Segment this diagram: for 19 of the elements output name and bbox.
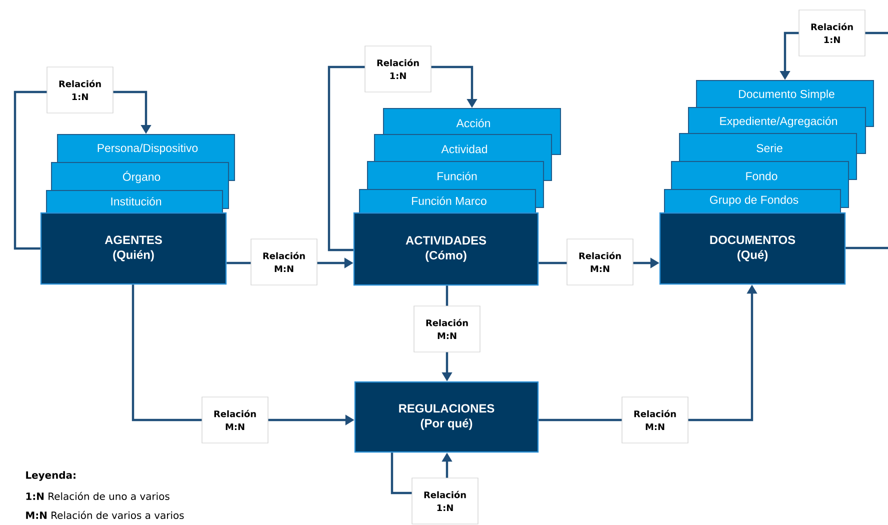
edge-label: Relación 1:N [46, 66, 114, 114]
legend-text: M:N Relación de varios a varios [26, 510, 184, 520]
edge-label: Relación 1:N [412, 478, 478, 524]
edge-label: Relación 1:N [798, 10, 866, 56]
edge-label: Relación M:N [250, 238, 318, 286]
category-box: Función Marco [359, 189, 536, 214]
edge-label: Relación M:N [566, 238, 634, 286]
legend-title: Leyenda: [26, 471, 76, 481]
entity-box: ACTIVIDADES (Cómo) [353, 212, 539, 286]
edge-label: Relación M:N [202, 396, 268, 444]
edge-label: Relación M:N [414, 306, 480, 352]
legend-text: 1:N Relación de uno a varios [26, 492, 170, 500]
entity-box: DOCUMENTOS (Qué) [659, 212, 846, 285]
category-box: Grupo de Fondos [664, 189, 841, 214]
category-box: Institución [46, 190, 223, 214]
entity-box: AGENTES (Quién) [40, 212, 227, 285]
edge-label: Relación 1:N [364, 46, 432, 92]
edge-label: Relación M:N [622, 396, 688, 444]
entity-box: REGULACIONES (Por qué) [354, 381, 539, 453]
